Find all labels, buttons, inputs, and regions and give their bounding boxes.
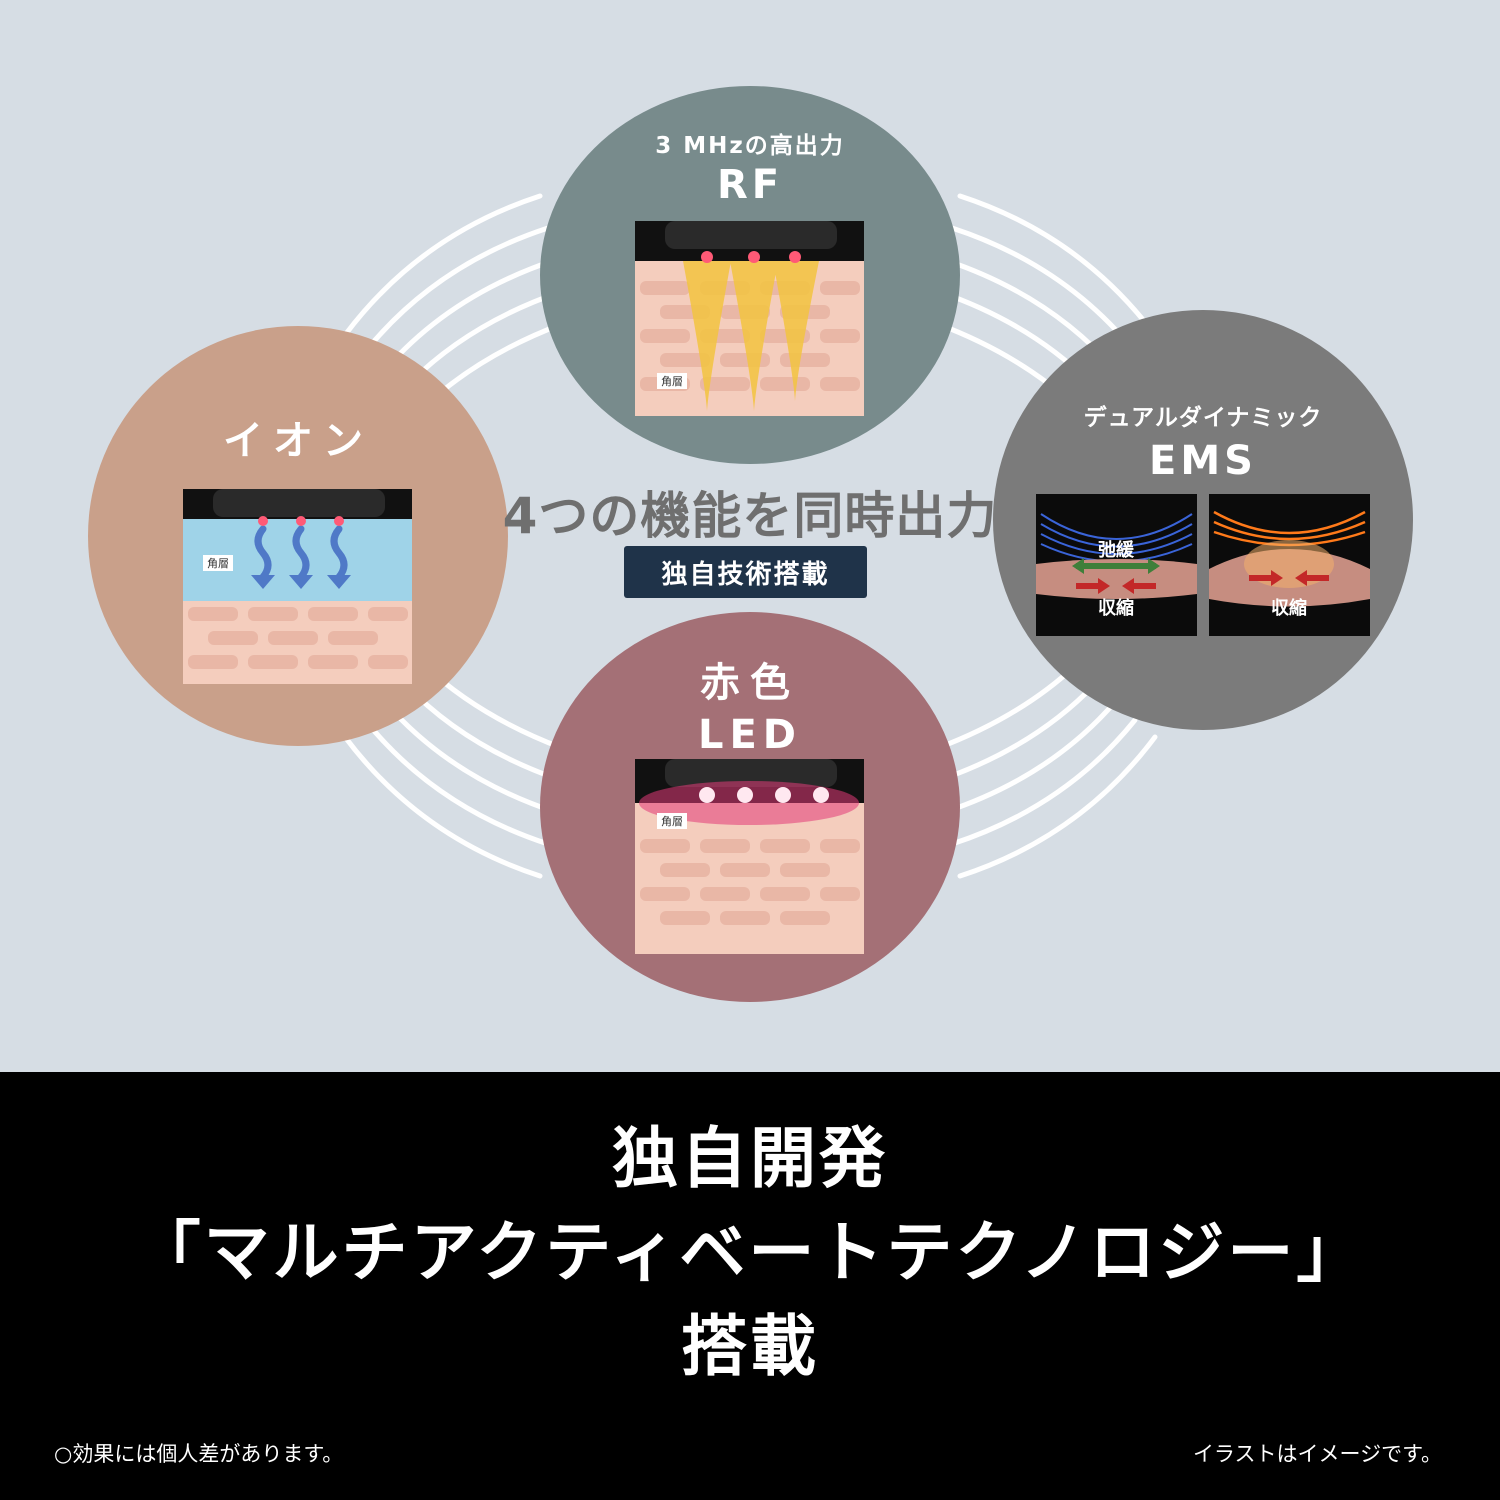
ems-illustration-contract: 収縮: [1209, 494, 1370, 636]
ems-subtitle: デュアルダイナミック: [1083, 405, 1323, 431]
ems-contract-label-2: 収縮: [1271, 597, 1307, 619]
rf-title: RF: [716, 162, 784, 208]
headline-line-3: 搭載: [681, 1308, 819, 1385]
rf-subtitle: 3 MHzの高出力: [655, 133, 845, 159]
ion-layer-label: 角層: [207, 557, 229, 570]
ems-title: EMS: [1149, 438, 1257, 484]
headline: 独自開発 「マルチアクティベートテクノロジー」 搭載: [0, 1112, 1500, 1394]
led-subtitle: 赤色: [700, 660, 800, 706]
original-tech-badge: 独自技術搭載: [624, 546, 867, 598]
led-layer-label: 角層: [661, 815, 683, 828]
feature-panel: 3 MHzの高出力 RF 角層 イオン: [0, 0, 1500, 1072]
illustration-note: イラストはイメージです。: [1192, 1442, 1442, 1466]
rf-layer-label: 角層: [661, 375, 683, 388]
disclaimer-note: ○効果には個人差があります。: [54, 1442, 344, 1466]
center-title: 4つの機能を同時出力: [502, 487, 998, 545]
rf-illustration: 角層: [635, 221, 864, 416]
ion-illustration: 角層: [183, 489, 412, 684]
ems-illustration-relax: 弛緩 収縮: [1036, 494, 1197, 636]
ion-title: イオン: [223, 418, 373, 464]
led-title: LED: [697, 712, 802, 758]
headline-line-2: 「マルチアクティベートテクノロジー」: [134, 1214, 1366, 1291]
ems-relax-label: 弛緩: [1098, 539, 1135, 561]
headline-line-1: 独自開発: [612, 1120, 888, 1197]
led-illustration: 角層: [635, 759, 864, 954]
ems-contract-label-1: 収縮: [1098, 597, 1134, 619]
wave-rings-decoration: [342, 193, 1158, 879]
